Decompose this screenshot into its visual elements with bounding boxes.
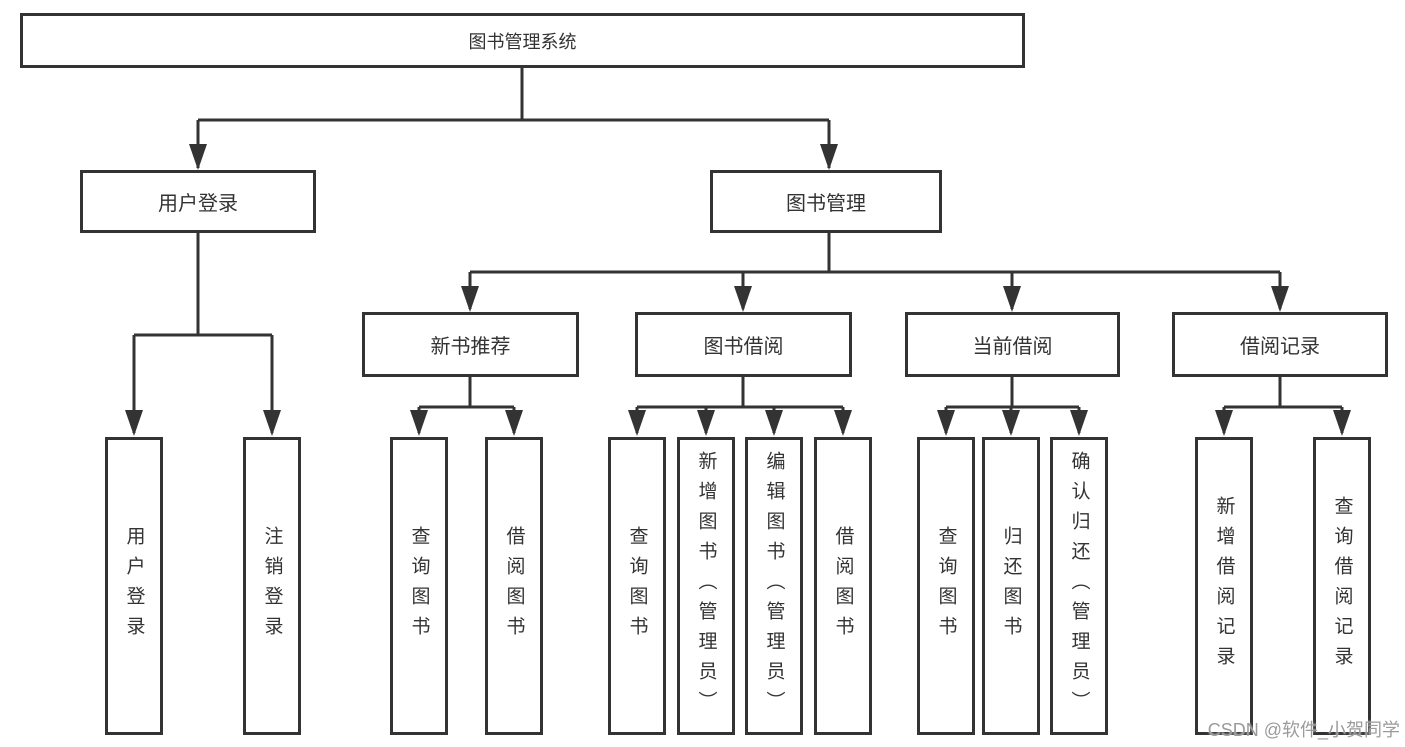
node-borrow-records: 借阅记录 [1172,312,1388,377]
connector-book-management [461,233,1289,312]
leaf-user-login: 用户登录 [105,437,163,735]
leaf-return-books: 归还图书 [982,437,1040,735]
connector-current-borrow [937,377,1088,436]
csdn-watermark: CSDN @软件_小贺同学 [1207,720,1400,740]
node-user-login: 用户登录 [80,170,316,233]
leaf-label: 查询图书 [408,526,430,646]
node-book-management: 图书管理 [710,170,942,233]
leaf-label: 借阅图书 [832,526,854,646]
leaf-label: 查询图书 [626,526,648,646]
leaf-label: 确认归还（管理员） [1068,451,1090,721]
leaf-borrow-books: 借阅图书 [814,437,872,735]
connector-new-book-recommend [410,377,523,436]
leaf-query-borrow-record: 查询借阅记录 [1313,437,1371,735]
leaf-label: 新增借阅记录 [1213,496,1235,676]
leaf-add-borrow-record: 新增借阅记录 [1195,437,1253,735]
leaf-label: 归还图书 [1000,526,1022,646]
leaf-query-books-recommend: 查询图书 [390,437,448,735]
leaf-logout: 注销登录 [243,437,301,735]
leaf-label: 借阅图书 [503,526,525,646]
leaf-add-book-admin: 新增图书（管理员） [677,437,735,735]
connector-root [189,68,838,170]
connector-user-login [125,233,281,436]
connector-borrow-records [1215,377,1351,436]
leaf-borrow-books-recommend: 借阅图书 [485,437,543,735]
leaf-confirm-return-admin: 确认归还（管理员） [1050,437,1108,735]
leaf-query-books-current: 查询图书 [917,437,975,735]
leaf-label: 查询借阅记录 [1331,496,1353,676]
node-current-borrow: 当前借阅 [905,312,1120,377]
node-book-borrow: 图书借阅 [635,312,852,377]
node-library-management-system: 图书管理系统 [20,13,1025,68]
leaf-label: 新增图书（管理员） [695,451,717,721]
leaf-label: 编辑图书（管理员） [763,451,785,721]
connector-book-borrow [628,377,852,436]
leaf-label: 用户登录 [123,526,145,646]
leaf-edit-book-admin: 编辑图书（管理员） [745,437,803,735]
leaf-label: 注销登录 [261,526,283,646]
leaf-query-books-borrow: 查询图书 [608,437,666,735]
leaf-label: 查询图书 [935,526,957,646]
node-new-book-recommend: 新书推荐 [362,312,579,377]
